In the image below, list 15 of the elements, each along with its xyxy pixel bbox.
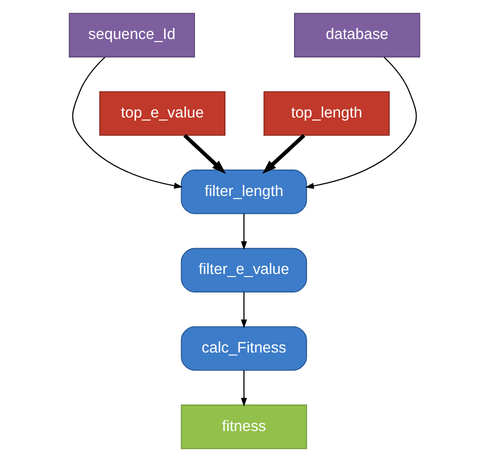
node-box: top_length xyxy=(263,90,390,136)
arrow xyxy=(240,292,246,328)
node-box: top_e_value xyxy=(98,90,225,136)
arrow xyxy=(240,370,246,406)
node-box: calc_Fitness xyxy=(180,326,307,370)
node-box: filter_length xyxy=(180,169,307,214)
node-box: fitness xyxy=(180,404,307,449)
arrow xyxy=(262,134,305,174)
node-box: database xyxy=(294,12,420,57)
arrow xyxy=(240,213,246,250)
node-box: filter_e_value xyxy=(180,247,307,292)
node-box: sequence_Id xyxy=(68,12,194,57)
arrow xyxy=(72,56,182,188)
arrow xyxy=(182,134,226,174)
arrow xyxy=(304,56,416,188)
